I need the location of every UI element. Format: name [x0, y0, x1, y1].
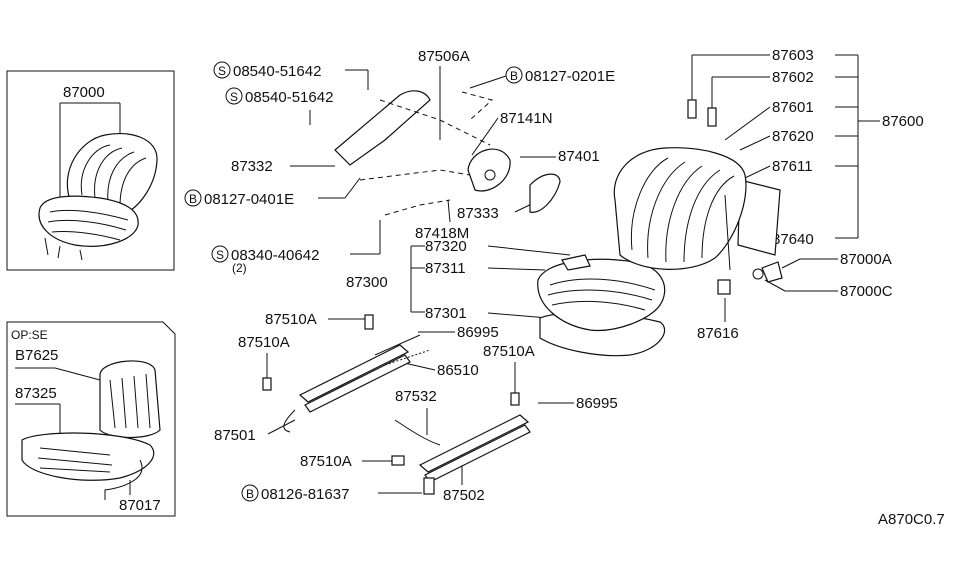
upper-bracket-group: S 08540-51642 S 08540-51642 87332 B 0812…	[184, 48, 615, 275]
seat-back-drawing	[613, 99, 783, 295]
label-87311: 87311	[425, 260, 466, 277]
b-prefix-3: B	[246, 487, 254, 501]
label-87017: 87017	[119, 497, 161, 514]
seat-cushion-group: 87320 87311 87300 87301	[346, 238, 666, 357]
label-87506a: 87506A	[418, 48, 470, 65]
inset-option-se: OP:SE B7625 87325 87017	[6, 321, 176, 517]
label-87502: 87502	[443, 487, 485, 504]
label-87510a-3: 87510A	[483, 343, 535, 360]
label-87510a-1: 87510A	[265, 311, 317, 328]
label-08127-0401e: 08127-0401E	[204, 191, 294, 208]
label-87510a-2: 87510A	[238, 334, 290, 351]
b-mark-2	[505, 66, 523, 84]
label-08340-40642: 08340-40642	[231, 247, 319, 264]
label-87141n: 87141N	[500, 110, 553, 127]
s-mark-1	[213, 61, 231, 79]
label-86510: 86510	[437, 362, 479, 379]
label-87333: 87333	[457, 205, 499, 222]
label-87401: 87401	[558, 148, 600, 165]
label-86995-1: 86995	[457, 324, 499, 341]
label-87532: 87532	[395, 388, 437, 405]
label-87600: 87600	[882, 113, 924, 130]
label-86995-2: 86995	[576, 395, 618, 412]
recliner-bracket-drawing	[334, 90, 561, 216]
label-87000a: 87000A	[840, 251, 892, 268]
slide-rail-group: 87510A 87510A 86995 86510 87510A 86995 8…	[214, 311, 618, 504]
slide-rail-drawing	[262, 314, 531, 495]
b-prefix-1: B	[189, 192, 197, 206]
label-87300: 87300	[346, 274, 388, 291]
label-87602: 87602	[772, 69, 814, 86]
b-mark-1	[184, 189, 202, 207]
label-87611: 87611	[772, 158, 813, 175]
seat-cushion-drawing	[537, 254, 666, 357]
s-mark-3	[211, 245, 229, 263]
label-87510a-4: 87510A	[300, 453, 352, 470]
label-87640: 87640	[772, 231, 814, 248]
label-87601: 87601	[772, 99, 814, 116]
label-87320: 87320	[425, 238, 467, 255]
label-87301: 87301	[425, 305, 467, 322]
s-prefix-2: S	[230, 90, 238, 104]
label-08540-51642-a: 08540-51642	[233, 63, 321, 80]
s-mark-2	[225, 87, 243, 105]
label-87616: 87616	[697, 325, 739, 342]
complete-seat-drawing	[38, 133, 158, 261]
label-87620: 87620	[772, 128, 814, 145]
label-op-se: OP:SE	[11, 328, 48, 342]
option-se-drawing	[21, 360, 161, 500]
s-prefix-1: S	[218, 64, 226, 78]
s-prefix-3: S	[216, 248, 224, 262]
label-08127-0201e: 08127-0201E	[525, 68, 615, 85]
label-87000: 87000	[63, 84, 105, 101]
label-87332: 87332	[231, 158, 273, 175]
inset-complete-seat: 87000	[6, 70, 175, 271]
label-87418m: 87418M	[415, 225, 469, 242]
label-87501: 87501	[214, 427, 256, 444]
seat-back-group: 87603 87602 87601 87620 87611 87640 8760…	[613, 47, 924, 342]
b-prefix-2: B	[510, 69, 518, 83]
label-87625: B7625	[15, 347, 58, 364]
label-08340-qty: (2)	[232, 261, 247, 275]
label-87000c: 87000C	[840, 283, 893, 300]
label-87603: 87603	[772, 47, 814, 64]
label-08126-81637: 08126-81637	[261, 486, 349, 503]
b-mark-3	[241, 484, 259, 502]
diagram-reference-code: A870C0.7	[878, 511, 945, 528]
label-08540-51642-b: 08540-51642	[245, 89, 333, 106]
label-87325: 87325	[15, 385, 57, 402]
